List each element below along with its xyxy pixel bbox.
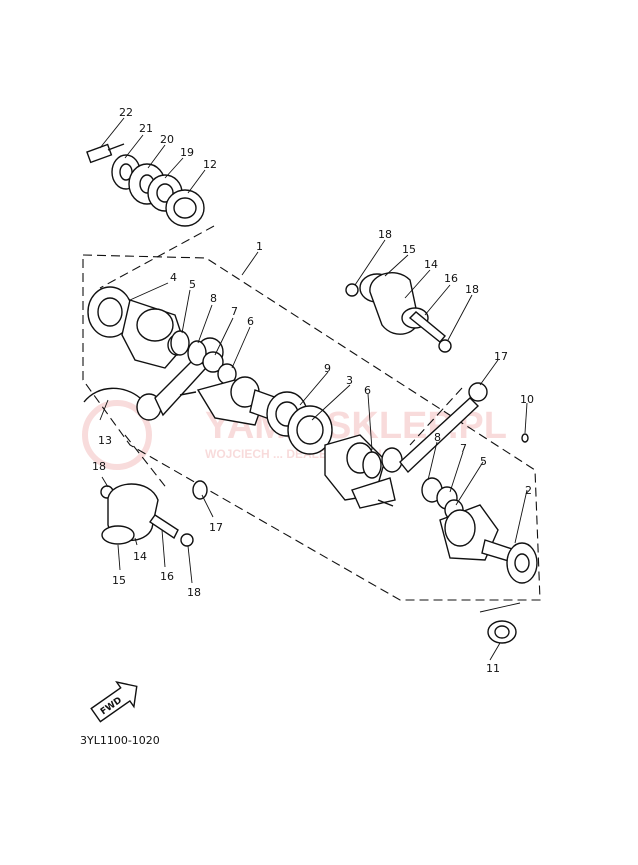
callout-21: 21 [139,122,153,135]
callout-14-bottom: 14 [133,550,147,563]
callout-11: 11 [486,662,500,675]
crank-pin-assembly [179,376,333,455]
callout-8-left: 8 [210,292,217,305]
washer-5-left [170,330,190,356]
right-crank-end [439,433,538,584]
fwd-arrow: FWD [90,681,138,723]
callout-15-top: 15 [402,243,416,256]
callout-6-right: 6 [364,384,371,397]
callout-7-left: 7 [231,305,238,318]
diagram-code: 3YL1100-1020 [80,734,160,747]
callout-8-right: 8 [434,431,441,444]
watermark-logo-icon [82,400,152,470]
piston-assembly-outline-left [124,434,169,491]
piston-top-right [345,271,452,353]
callout-6-left: 6 [247,315,254,328]
callout-16-top: 16 [444,272,458,285]
callout-18-top-a: 18 [378,228,392,241]
circlip-13 [83,387,141,403]
callout-22: 22 [119,106,133,119]
oil-seal-11-inner [494,625,510,639]
callout-9: 9 [324,362,331,375]
callout-1: 1 [256,240,263,253]
callout-20: 20 [160,133,174,146]
callout-3: 3 [346,374,353,387]
leader-lines [99,117,528,661]
callout-2: 2 [525,484,532,497]
right-rod-assembly [399,382,488,521]
callout-12: 12 [203,158,217,171]
callout-19: 19 [180,146,194,159]
oil-seal-leader [479,602,521,613]
callout-4: 4 [170,271,177,284]
callout-18-bottom-b: 18 [187,586,201,599]
callout-13: 13 [98,434,112,447]
piston-assembly-outline-right [409,387,463,446]
washer-8-left [187,340,207,366]
callout-14-top: 14 [424,258,438,271]
callout-18-bottom-a: 18 [92,460,106,473]
assembly-outline [82,254,541,601]
gear-stack [86,143,215,289]
left-crank-half [87,286,187,369]
callouts: 22 21 20 19 12 1 4 5 8 7 6 13 18 14 15 1… [92,106,534,675]
callout-7-right: 7 [460,442,467,455]
callout-18-top-b: 18 [465,283,479,296]
callout-5-right: 5 [480,455,487,468]
callout-17-right: 17 [494,350,508,363]
callout-15-bottom: 15 [112,574,126,587]
callout-17-bottom: 17 [209,521,223,534]
callout-16-bottom: 16 [160,570,174,583]
callout-10: 10 [520,393,534,406]
callout-5-left: 5 [189,278,196,291]
bearing-7-left [202,351,224,373]
piston-bottom-left [100,480,208,547]
